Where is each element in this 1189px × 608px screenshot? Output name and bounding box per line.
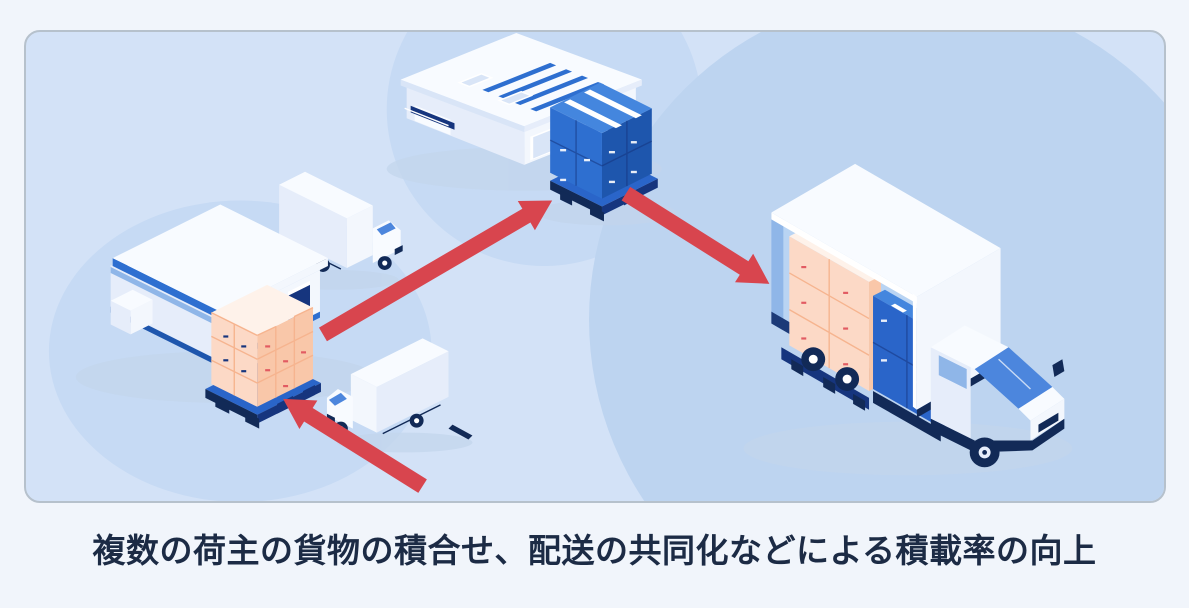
inbound-small-truck-lower — [326, 338, 473, 440]
orange-cargo-pallet — [205, 284, 321, 429]
flow-arrow-consolidation-to-truck — [621, 186, 770, 284]
illustration-panel — [24, 30, 1166, 503]
crate-cube — [110, 289, 153, 335]
illustration-canvas — [48, 32, 1164, 501]
box-label-marks — [223, 335, 247, 373]
box-label-marks — [265, 345, 307, 388]
truck-cab — [930, 325, 1065, 468]
flow-arrow-inbound-to-orange — [283, 398, 427, 493]
box-label-marks — [801, 266, 849, 366]
blue-cargo-pallet — [549, 82, 658, 222]
flow-arrow-orange-to-consolidation — [318, 200, 553, 342]
side-mirror — [1052, 359, 1065, 378]
roof-skylights — [457, 62, 604, 112]
flow-arrows — [283, 186, 770, 493]
box-label-marks — [560, 141, 637, 184]
caption: 複数の荷主の貨物の積合せ、配送の共同化などによる積載率の向上 — [92, 532, 1097, 569]
consolidated-delivery-truck — [771, 163, 1065, 468]
